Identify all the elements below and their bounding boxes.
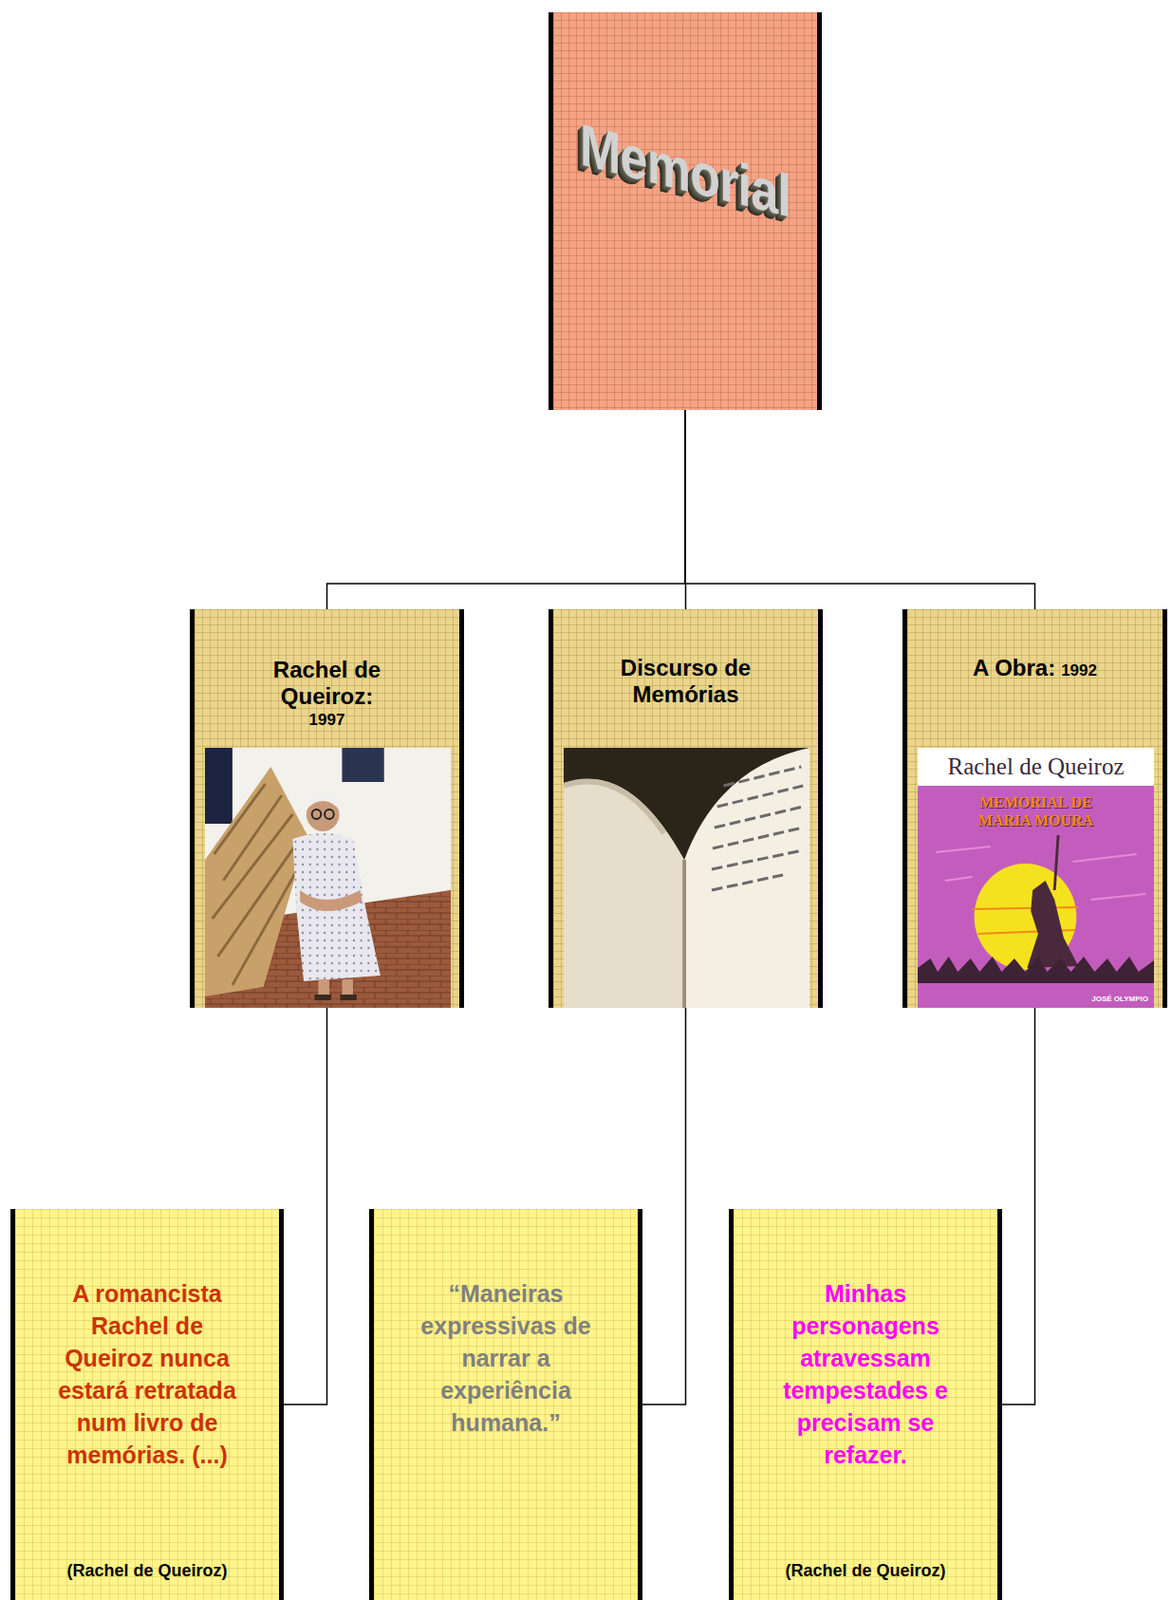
- tree-connector: [685, 409, 1036, 610]
- panel-year: 1992: [1060, 660, 1098, 682]
- tree-connector: [283, 1007, 328, 1405]
- panel-heading: Rachel de Queiroz:: [232, 656, 423, 710]
- portrait-photo: [204, 747, 451, 1008]
- book-cover: [917, 747, 1154, 1008]
- tree-connector: [642, 1007, 687, 1405]
- figure-area: [563, 747, 810, 1008]
- definition-text: “Maneiras expressivas de narrar a experi…: [406, 1277, 606, 1439]
- cover-publisher: JOSÉ OLYMPIO: [1091, 994, 1149, 1005]
- cover-title: MEMORIAL DE MARIA MOURA: [955, 793, 1117, 830]
- quote-text: A romancista Rachel de Queiroz nunca est…: [47, 1277, 247, 1471]
- open-book-photo: [563, 747, 810, 1008]
- panel-year: 1997: [194, 709, 460, 731]
- definition-box: “Maneiras expressivas de narrar a experi…: [369, 1209, 643, 1600]
- quote-attribution: (Rachel de Queiroz): [733, 1560, 998, 1582]
- quote-attribution: (Rachel de Queiroz): [15, 1560, 280, 1582]
- cover-author: Rachel de Queiroz: [917, 752, 1154, 782]
- tree-connector: [327, 409, 687, 610]
- figure-area: Rachel de QueirozMEMORIAL DE MARIA MOURA…: [917, 747, 1154, 1008]
- title-wordart: Memorial: [574, 110, 797, 232]
- quote-text: Minhas personagens atravessam tempestade…: [765, 1277, 966, 1471]
- panel-heading: A Obra:: [972, 654, 1056, 682]
- genre-panel: Discurso de Memórias: [548, 609, 823, 1008]
- figure-area: [204, 747, 451, 1008]
- author-panel: Rachel de Queiroz:1997: [189, 609, 465, 1008]
- quote-box: A romancista Rachel de Queiroz nunca est…: [10, 1209, 284, 1600]
- tree-connector: [1002, 1007, 1036, 1405]
- quote-box: Minhas personagens atravessam tempestade…: [728, 1209, 1003, 1600]
- panel-heading: Discurso de Memórias: [591, 654, 782, 708]
- title-box: Memorial: [548, 12, 822, 410]
- work-panel: Rachel de QueirozMEMORIAL DE MARIA MOURA…: [902, 609, 1168, 1008]
